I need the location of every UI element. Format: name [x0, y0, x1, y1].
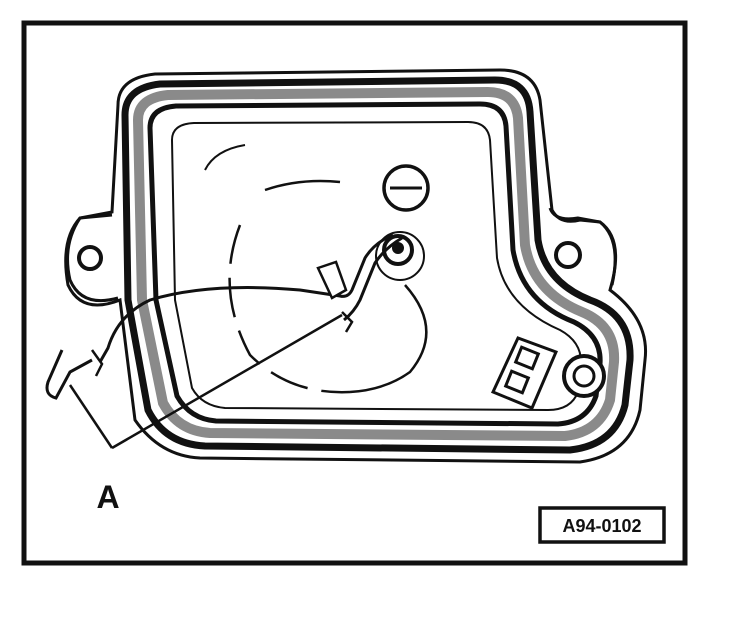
gasket-outer [121, 76, 634, 454]
bulb-socket [375, 231, 425, 281]
gasket-shade [132, 86, 620, 442]
inner-panel [170, 120, 583, 412]
right-mounting-ear [548, 207, 617, 286]
leader-lines [68, 313, 343, 450]
reflector-arc-right [349, 284, 428, 394]
reflector-curve-top [204, 144, 246, 171]
gasket-inner [147, 101, 603, 427]
mounting-bolt [562, 354, 606, 398]
connector-block [490, 336, 559, 410]
left-mounting-ear [66, 213, 119, 303]
housing-base-plate [64, 68, 648, 464]
reflector-arc-top [264, 179, 341, 192]
reflector-arc-left [228, 224, 351, 394]
figure-code-box: A94-0102 [538, 506, 666, 544]
spring-clip-wire [98, 233, 403, 363]
figure-code: A94-0102 [562, 516, 641, 536]
reference-label-a: A [96, 479, 119, 515]
clip-hook [45, 349, 104, 400]
adjustment-screw [382, 164, 430, 212]
